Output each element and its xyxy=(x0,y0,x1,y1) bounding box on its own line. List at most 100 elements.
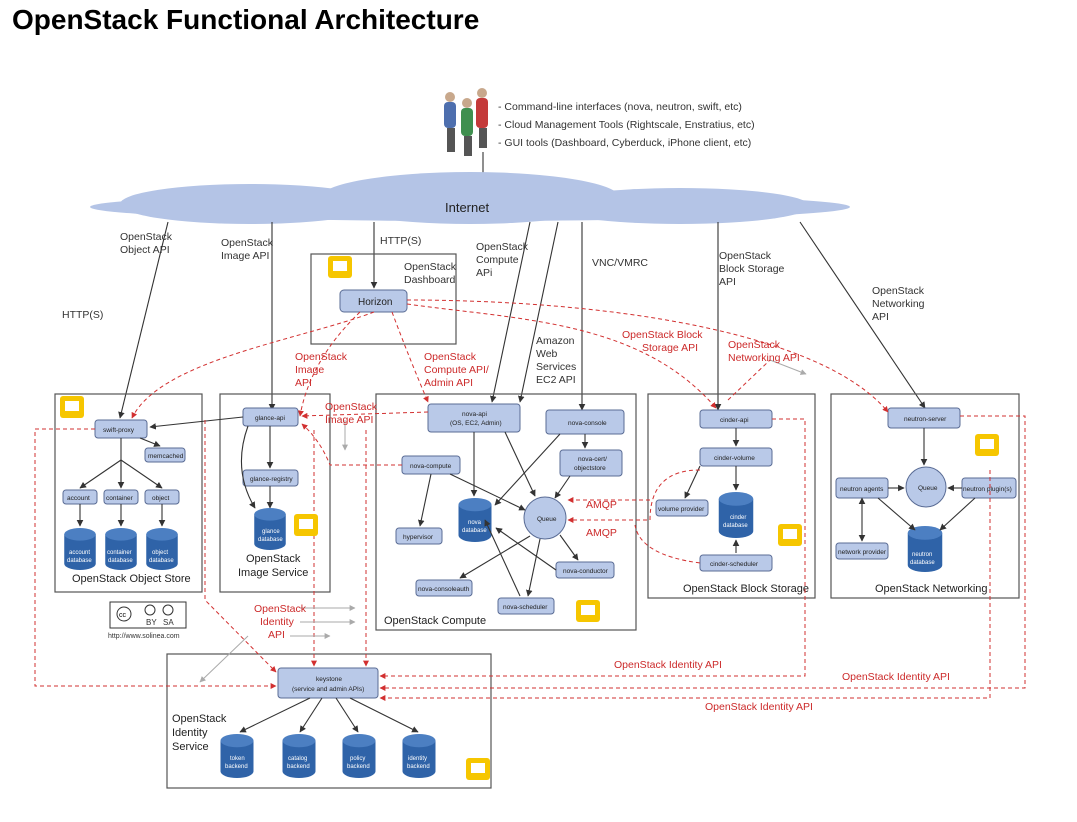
client-tool-cloud-mgmt: - Cloud Management Tools (Rightscale, En… xyxy=(498,119,755,131)
image-service-title-1: OpenStack xyxy=(246,553,301,565)
comment-icon[interactable] xyxy=(975,434,999,456)
svg-text:backend: backend xyxy=(287,764,310,770)
red-label-identity-2: Identity xyxy=(260,616,295,628)
svg-text:Horizon: Horizon xyxy=(358,297,392,308)
compute-title: OpenStack Compute xyxy=(384,615,486,627)
comment-icon[interactable] xyxy=(328,256,352,278)
neutron-plugin-node: neutron plugin(s) xyxy=(961,477,1017,499)
queue-network-node: Queue xyxy=(905,466,947,508)
svg-text:token: token xyxy=(230,756,245,762)
cc-license-badge: cc BY SA http://www.solinea.com xyxy=(108,601,187,640)
image-api-label-2: Image API xyxy=(221,250,269,262)
red-label-identity-api-b: OpenStack Identity API xyxy=(842,671,950,683)
svg-text:keystone: keystone xyxy=(316,676,342,683)
memcached-node: memcached xyxy=(144,447,186,463)
svg-text:glance-registry: glance-registry xyxy=(250,476,293,483)
account-node: account xyxy=(62,489,98,505)
swift-proxy-node: swift-proxy xyxy=(94,419,148,439)
cc-icon: cc xyxy=(119,612,127,619)
comment-icon[interactable] xyxy=(294,514,318,536)
comment-icon[interactable] xyxy=(466,758,490,780)
red-label-image-api-3: API xyxy=(295,377,312,389)
svg-text:cinder-api: cinder-api xyxy=(720,417,749,424)
container-node: container xyxy=(103,489,139,505)
svg-text:glance: glance xyxy=(262,529,280,535)
object-api-label-2: Object API xyxy=(120,244,170,256)
svg-text:database: database xyxy=(462,528,487,534)
amazon-label-1: Amazon xyxy=(536,335,575,347)
svg-text:Queue: Queue xyxy=(537,516,557,523)
nova-api-node: nova-api(OS, EC2, Admin) xyxy=(427,403,521,433)
svg-text:database: database xyxy=(149,558,174,564)
compute-api-label-3: APi xyxy=(476,267,492,279)
vnc-label: VNC/VMRC xyxy=(592,257,648,269)
nova-compute-node: nova-compute xyxy=(401,455,461,475)
red-label-compute-1: OpenStack xyxy=(424,351,477,363)
svg-text:object: object xyxy=(152,550,168,556)
dashboard-group xyxy=(310,253,457,345)
identity-group xyxy=(166,653,492,789)
cinder-volume-node: cinder-volume xyxy=(699,447,773,467)
svg-text:cinder-volume: cinder-volume xyxy=(714,455,755,462)
svg-text:glance-api: glance-api xyxy=(255,415,285,422)
object-store-title: OpenStack Object Store xyxy=(72,573,191,585)
comment-icon[interactable] xyxy=(60,396,84,418)
compute-group xyxy=(375,393,637,631)
image-service-group xyxy=(219,393,331,593)
neutron-agents-node: neutron agents xyxy=(835,477,889,499)
cinder-scheduler-node: cinder-scheduler xyxy=(699,554,773,572)
internet-cloud: Internet xyxy=(90,172,850,224)
dashboard-label-2: Dashboard xyxy=(404,274,456,286)
users-icon xyxy=(444,88,488,156)
svg-text:nova-console: nova-console xyxy=(568,420,607,427)
svg-text:nova-compute: nova-compute xyxy=(410,463,452,470)
by-icon xyxy=(144,604,156,616)
hypervisor-node: hypervisor xyxy=(395,527,443,545)
red-label-block-2: Storage API xyxy=(642,342,698,354)
cinder-api-node: cinder-api xyxy=(699,409,773,429)
red-label-image-api2-1: OpenStack xyxy=(325,401,378,413)
keystone-node: keystone(service and admin APIs) xyxy=(277,667,379,699)
red-label-networking-1: OpenStack xyxy=(728,339,781,351)
svg-text:volume provider: volume provider xyxy=(658,506,705,513)
svg-text:nova-scheduler: nova-scheduler xyxy=(503,604,548,611)
red-label-compute-3: Admin API xyxy=(424,377,473,389)
compute-api-label-1: OpenStack xyxy=(476,241,529,253)
svg-text:database: database xyxy=(723,523,748,529)
compute-api-label-2: Compute xyxy=(476,254,519,266)
image-api-label-1: OpenStack xyxy=(221,237,274,249)
svg-text:neutron: neutron xyxy=(912,552,932,558)
comment-icon[interactable] xyxy=(576,600,600,622)
red-label-networking-2: Networking API xyxy=(728,352,800,364)
block-api-label-3: API xyxy=(719,276,736,288)
svg-text:database: database xyxy=(67,558,92,564)
svg-text:catalog: catalog xyxy=(288,756,307,762)
nova-conductor-node: nova-conductor xyxy=(555,561,615,579)
svg-text:backend: backend xyxy=(407,764,430,770)
volume-provider-node: volume provider xyxy=(655,499,709,517)
nova-scheduler-node: nova-scheduler xyxy=(497,597,555,615)
catalog-backend: catalog backend xyxy=(282,734,316,778)
internet-label: Internet xyxy=(445,200,489,215)
nova-cert-node: nova-cert/objectstore xyxy=(559,449,623,477)
red-label-compute-2: Compute API/ xyxy=(424,364,489,376)
glance-database: glance database xyxy=(254,508,286,550)
svg-text:account: account xyxy=(67,495,90,502)
comment-icon[interactable] xyxy=(778,524,802,546)
networking-api-label-1: OpenStack xyxy=(872,285,925,297)
svg-text:database: database xyxy=(258,537,283,543)
sa-icon xyxy=(162,604,174,616)
svg-text:backend: backend xyxy=(225,764,248,770)
amazon-label-4: EC2 API xyxy=(536,374,576,386)
object-database: object database xyxy=(146,528,178,570)
glance-registry-node: glance-registry xyxy=(242,469,299,487)
red-label-block-1: OpenStack Block xyxy=(622,329,703,341)
svg-text:nova-cert/: nova-cert/ xyxy=(578,456,607,463)
block-storage-group xyxy=(647,393,816,599)
networking-title: OpenStack Networking xyxy=(875,583,988,595)
nova-consoleauth-node: nova-consoleauth xyxy=(415,579,473,597)
